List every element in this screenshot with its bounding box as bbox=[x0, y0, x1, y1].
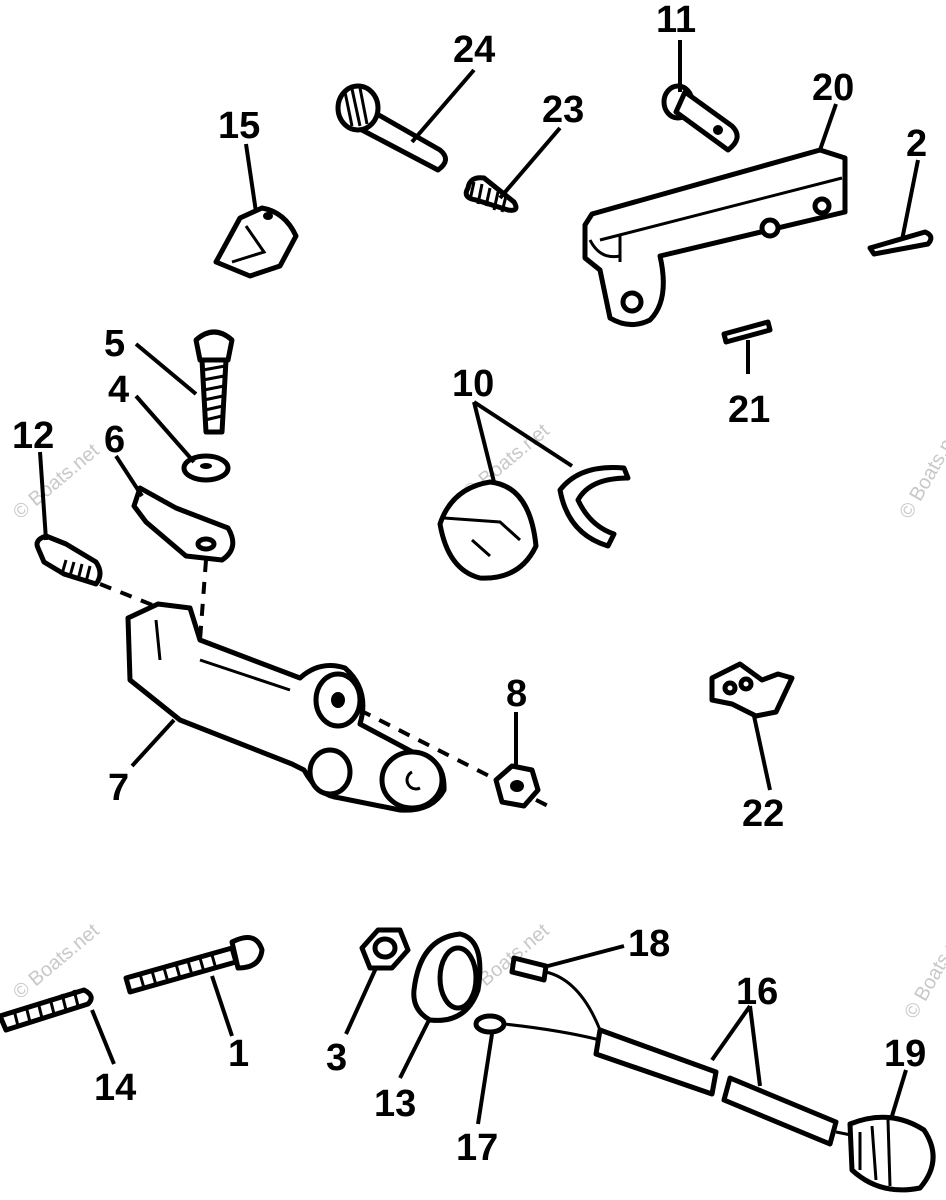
callout-7: 7 bbox=[108, 767, 129, 809]
callout-19: 19 bbox=[884, 1033, 926, 1075]
watermark: © Boats.net bbox=[895, 420, 946, 522]
part-23-screw bbox=[335, 83, 448, 173]
part-21-pin bbox=[721, 319, 773, 345]
callout-1: 1 bbox=[228, 1033, 249, 1075]
part-11-pin bbox=[661, 83, 740, 153]
assembly-line bbox=[198, 559, 208, 641]
callout-16: 16 bbox=[736, 971, 778, 1013]
leader-lines bbox=[38, 40, 920, 1125]
part-6-plate bbox=[131, 485, 236, 563]
assembly-line bbox=[99, 582, 161, 610]
part-22-spring bbox=[463, 175, 519, 213]
callout-22: 23 bbox=[542, 89, 584, 131]
callout-3: 3 bbox=[326, 1037, 347, 1079]
callout-13: 13 bbox=[374, 1083, 416, 1125]
part-8-nut bbox=[493, 763, 541, 809]
callout-15: 15 bbox=[218, 105, 260, 147]
part-3-nut bbox=[359, 927, 411, 971]
callout-8: 8 bbox=[506, 673, 527, 715]
part-13-ring bbox=[411, 931, 483, 1023]
callout-18: 18 bbox=[628, 923, 670, 965]
part-10-bushing bbox=[437, 464, 631, 581]
part-15-cap bbox=[213, 205, 299, 279]
callout-14: 14 bbox=[94, 1067, 136, 1109]
part-5-bolt bbox=[193, 329, 235, 435]
part-12-screw bbox=[34, 533, 103, 587]
part-2-cotter bbox=[867, 229, 934, 257]
callouts: 24 23 11 20 2 15 21 5 4 6 12 10 8 7 22 1… bbox=[12, 0, 927, 1169]
callout-11: 11 bbox=[656, 0, 696, 41]
callout-12: 12 bbox=[12, 415, 54, 457]
part-7-bracket bbox=[125, 601, 447, 813]
callout-10: 10 bbox=[452, 363, 494, 405]
part-1-bolt bbox=[123, 935, 265, 995]
callout-21: 21 bbox=[728, 389, 770, 431]
watermark: © Boats.net bbox=[900, 920, 946, 1022]
callout-23: 24 bbox=[453, 29, 495, 71]
part-4-washer bbox=[181, 453, 231, 483]
callout-17: 17 bbox=[456, 1127, 498, 1169]
callout-24: 22 bbox=[742, 793, 784, 835]
part-14-spring bbox=[0, 987, 94, 1033]
assembly-line bbox=[339, 698, 549, 808]
callout-4: 4 bbox=[108, 369, 129, 411]
part-24-clip bbox=[709, 661, 795, 719]
callout-2: 2 bbox=[906, 123, 927, 165]
part-16-harness bbox=[473, 955, 936, 1193]
callout-6: 6 bbox=[104, 419, 125, 461]
callout-5: 5 bbox=[104, 323, 125, 365]
callout-20: 20 bbox=[812, 67, 854, 109]
part-20-arm bbox=[582, 147, 848, 327]
